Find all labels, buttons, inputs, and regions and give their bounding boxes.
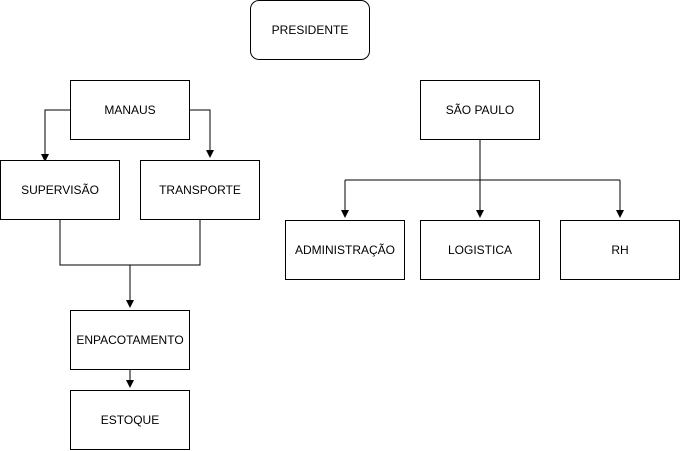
edge-supervisao-merge [59, 220, 130, 266]
node-enpacotamento-label: ENPACOTAMENTO [76, 333, 184, 347]
node-estoque-label: ESTOQUE [100, 413, 160, 427]
edge-transporte-merge [130, 220, 201, 266]
node-administracao-label: ADMINISTRAÇÃO [294, 243, 395, 257]
node-presidente: PRESIDENTE [250, 0, 370, 60]
node-estoque: ESTOQUE [70, 390, 190, 450]
node-manaus-label: MANAUS [104, 103, 156, 117]
node-supervisao: SUPERVISÃO [0, 160, 120, 220]
node-logistica: LOGISTICA [420, 220, 540, 280]
node-sao-paulo: SÃO PAULO [420, 80, 540, 140]
node-rh: RH [560, 220, 680, 280]
edge-manaus-transporte [190, 109, 214, 158]
node-logistica-label: LOGISTICA [447, 243, 512, 257]
edge-manaus-supervisao [41, 109, 70, 162]
node-sao-paulo-label: SÃO PAULO [445, 103, 515, 117]
node-transporte-label: TRANSPORTE [159, 183, 241, 197]
node-enpacotamento: ENPACOTAMENTO [70, 310, 190, 370]
node-supervisao-label: SUPERVISÃO [21, 183, 99, 197]
node-rh-label: RH [611, 243, 629, 257]
node-manaus: MANAUS [70, 80, 190, 140]
node-administracao: ADMINISTRAÇÃO [285, 220, 405, 280]
node-presidente-label: PRESIDENTE [271, 23, 349, 37]
node-transporte: TRANSPORTE [140, 160, 260, 220]
